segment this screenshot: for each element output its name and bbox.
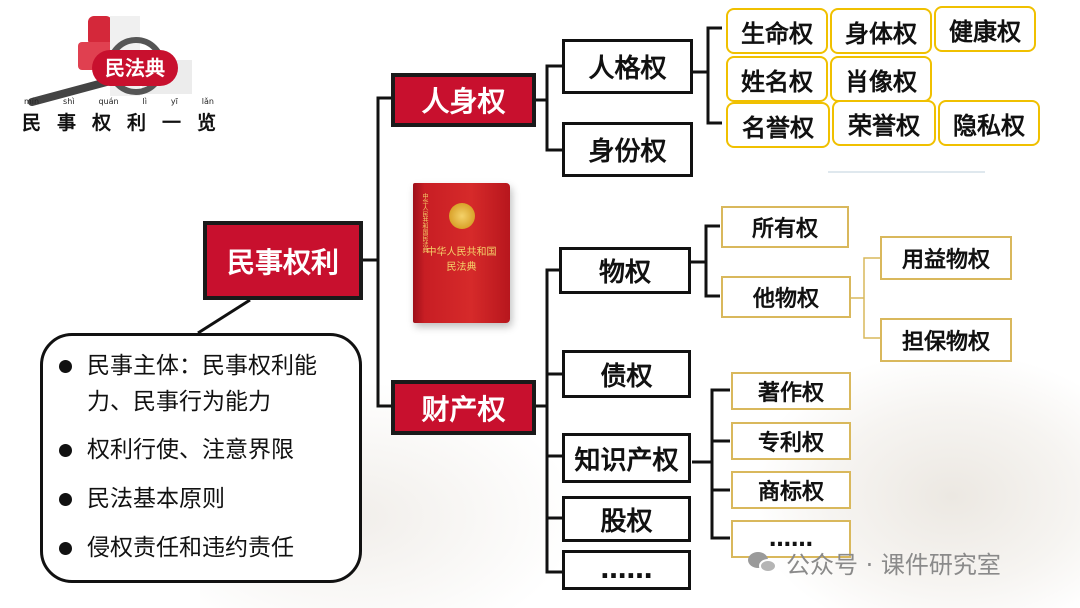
book-title: 中华人民共和国 民法典 <box>413 245 510 275</box>
pinyin-syllable: yī <box>170 97 178 106</box>
watermark-text: 公众号 · 课件研究室 <box>786 551 1001 579</box>
right-name: 姓名权 <box>726 56 828 102</box>
pinyin-syllable: lǎn <box>201 97 214 106</box>
right-body: 身体权 <box>830 8 932 54</box>
pinyin-syllable: quán <box>98 97 119 106</box>
note-item: 侵权责任和违约责任 <box>57 524 359 573</box>
national-emblem-icon <box>449 203 475 229</box>
bullet-icon <box>59 444 72 457</box>
watermark: 公众号 · 课件研究室 <box>748 545 1001 580</box>
node-intellectual-property: 知识产权 <box>562 433 691 483</box>
book-title-line: 民法典 <box>446 262 477 273</box>
note-item: 权利行使、注意界限 <box>57 426 359 475</box>
notes-panel: 民事主体：民事权利能力、民事行为能力 权利行使、注意界限 民法基本原则 侵权责任… <box>40 333 362 583</box>
logo-badge: 民法典 <box>92 50 178 86</box>
right-honor: 荣誉权 <box>832 100 936 146</box>
bullet-icon <box>59 542 72 555</box>
bullet-icon <box>59 360 72 373</box>
logo-pinyin: mín shì quán lì yī lǎn <box>24 97 214 106</box>
note-text: 权利行使、注意界限 <box>87 437 294 463</box>
note-item: 民法基本原则 <box>57 475 359 524</box>
note-text: 民事主体：民事权利能力、民事行为能力 <box>87 353 317 415</box>
node-personal-rights: 人身权 <box>391 73 536 127</box>
right-portrait: 肖像权 <box>830 56 932 102</box>
node-personality-rights: 人格权 <box>562 39 693 94</box>
root-node-civil-rights: 民事权利 <box>203 221 363 300</box>
pinyin-syllable: lì <box>142 97 147 106</box>
node-usufruct: 用益物权 <box>880 236 1012 280</box>
node-other-real-rights: 他物权 <box>721 276 851 318</box>
right-privacy: 隐私权 <box>938 100 1040 146</box>
right-health: 健康权 <box>934 6 1036 52</box>
logo: 民法典 mín shì quán lì yī lǎn 民事权利一览 <box>18 8 216 134</box>
node-copyright: 著作权 <box>731 372 851 410</box>
book-title-line: 中华人民共和国 <box>426 247 497 258</box>
wechat-icon <box>748 550 778 576</box>
node-creditor-rights: 债权 <box>562 350 691 398</box>
bullet-icon <box>59 493 72 506</box>
right-reputation: 名誉权 <box>726 102 830 148</box>
node-ip-more: …… <box>731 520 851 558</box>
node-equity: 股权 <box>562 496 691 542</box>
pinyin-syllable: mín <box>24 97 40 106</box>
node-identity-rights: 身份权 <box>562 122 693 177</box>
node-security-rights: 担保物权 <box>880 318 1012 362</box>
note-text: 侵权责任和违约责任 <box>87 535 294 561</box>
note-item: 民事主体：民事权利能力、民事行为能力 <box>57 348 359 420</box>
node-trademark: 商标权 <box>731 471 851 509</box>
right-life: 生命权 <box>726 8 828 54</box>
civil-code-book-image: 中华人民共和国民法典 中华人民共和国 民法典 <box>413 183 510 323</box>
logo-title: 民事权利一览 <box>22 112 233 134</box>
node-property-more: …… <box>562 550 691 590</box>
pinyin-syllable: shì <box>63 97 75 106</box>
node-ownership: 所有权 <box>721 206 849 248</box>
node-real-rights: 物权 <box>559 247 691 294</box>
note-text: 民法基本原则 <box>87 486 225 512</box>
node-property-rights: 财产权 <box>391 380 536 435</box>
book-spine-text: 中华人民共和国民法典 <box>421 193 428 253</box>
node-patent: 专利权 <box>731 422 851 460</box>
